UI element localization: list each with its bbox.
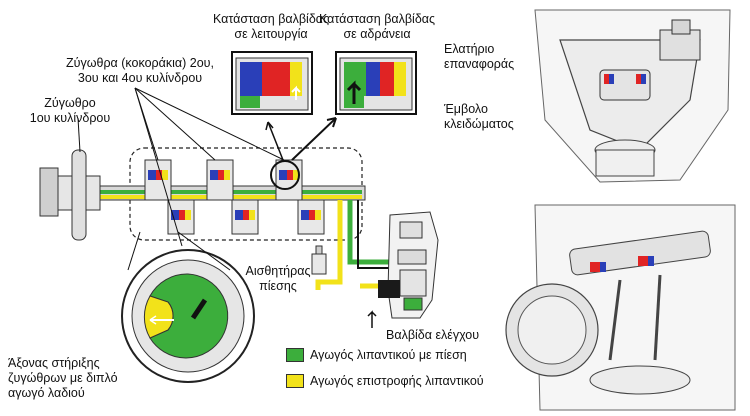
label-shaft-line1: Άξονας στήριξης: [8, 356, 100, 370]
label-valve-idle-line1: Κατάσταση βαλβίδας: [318, 12, 436, 26]
label-lock-piston-line2: κλειδώματος: [444, 117, 514, 131]
oil-lines: [315, 200, 398, 290]
label-lock-piston-line1: Έμβολο: [444, 102, 488, 116]
label-pressure-sensor: Αισθητήρας πίεσης: [240, 264, 316, 294]
label-valve-active: Κατάσταση βαλβίδας σε λειτουργία: [212, 12, 330, 42]
legend-return-line: Αγωγός επιστροφής λιπαντικού: [286, 374, 484, 388]
label-valve-idle: Κατάσταση βαλβίδας σε αδράνεια: [318, 12, 436, 42]
control-valve-body: [367, 211, 439, 328]
label-shaft-line3: αγωγό λαδιού: [8, 386, 85, 400]
valve-state-idle-inset: [335, 51, 417, 115]
label-return-spring: Ελατήριο επαναφοράς: [444, 42, 514, 72]
label-shaft-line2: ζυγώθρων με διπλό: [8, 371, 118, 385]
shaft-cross-section: [121, 231, 255, 383]
leader-lines: [77, 87, 285, 247]
label-valve-active-line2: σε λειτουργία: [234, 27, 308, 41]
legend-pressure-line: Αγωγός λιπαντικού με πίεση: [286, 348, 467, 362]
label-rockers-2-3-4: Ζύγωθρα (κοκοράκια) 2ου, 3ου και 4ου κυλ…: [60, 56, 220, 86]
label-rocker-cyl-1-line2: 1ου κυλίνδρου: [29, 111, 111, 125]
label-pressure-sensor-line1: Αισθητήρας: [245, 264, 311, 278]
label-pressure-sensor-line2: πίεσης: [259, 279, 297, 293]
engine-illustration-top: [534, 9, 731, 183]
legend-label-return: Αγωγός επιστροφής λιπαντικού: [310, 374, 484, 388]
upper-rocker-row: [144, 159, 303, 201]
rocker-shaft-assembly: [39, 147, 366, 241]
label-shaft: Άξονας στήριξης ζυγώθρων με διπλό αγωγό …: [8, 356, 118, 401]
label-return-spring-line2: επαναφοράς: [444, 57, 515, 71]
legend-swatch-yellow: [286, 374, 304, 388]
valve-state-active-inset: [231, 51, 313, 115]
lower-rocker-row: [167, 199, 325, 235]
pressure-sensor: [311, 245, 327, 275]
label-rockers-line2: 3ου και 4ου κυλίνδρου: [77, 71, 203, 85]
label-rockers-line1: Ζύγωθρα (κοκοράκια) 2ου,: [66, 56, 214, 70]
label-return-spring-line1: Ελατήριο: [444, 42, 495, 56]
label-rocker-cyl-1-line1: Ζύγωθρο: [44, 96, 96, 110]
label-rocker-cyl-1: Ζύγωθρο 1ου κυλίνδρου: [20, 96, 120, 126]
label-valve-active-line1: Κατάσταση βαλβίδας: [212, 12, 330, 26]
legend-label-pressure: Αγωγός λιπαντικού με πίεση: [310, 348, 467, 362]
label-control-valve: Βαλβίδα ελέγχου: [386, 328, 480, 342]
legend-swatch-green: [286, 348, 304, 362]
engine-illustration-bottom: [505, 204, 736, 411]
label-lock-piston: Έμβολο κλειδώματος: [444, 102, 514, 132]
label-valve-idle-line2: σε αδράνεια: [343, 27, 411, 41]
